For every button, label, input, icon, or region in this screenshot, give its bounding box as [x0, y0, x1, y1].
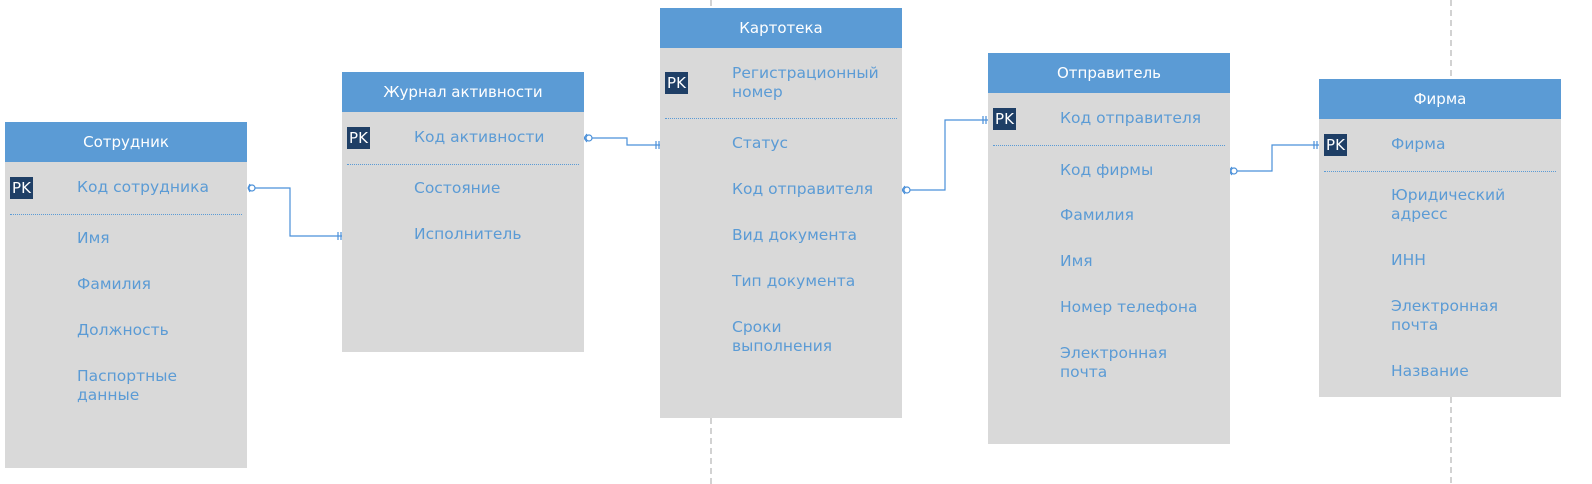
field: Юридический адресс — [1391, 186, 1506, 223]
pk-separator — [1324, 171, 1556, 172]
entity-title: Картотека — [660, 8, 902, 48]
field: Электронная почта — [1391, 297, 1499, 334]
field: Имя — [1060, 252, 1093, 270]
field: Статус — [732, 134, 789, 152]
entity-title: Сотрудник — [5, 122, 247, 162]
pk-separator — [347, 164, 579, 165]
entity-sotrudnik[interactable]: Сотрудник PK Код сотрудника Имя Фамилия … — [5, 122, 247, 468]
pk-field: Регистрационный номер — [732, 64, 879, 101]
field: Должность — [77, 321, 169, 339]
field: ИНН — [1391, 251, 1426, 269]
field: Исполнитель — [414, 225, 522, 243]
field: Код фирмы — [1060, 161, 1154, 179]
field: Код отправителя — [732, 180, 874, 198]
field: Фамилия — [77, 275, 151, 293]
relationship-zhurnal-kartoteka — [583, 133, 665, 149]
entity-title: Журнал активности — [342, 72, 584, 112]
entity-zhurnal[interactable]: Журнал активности PK Код активности Сост… — [342, 72, 584, 352]
field: Вид документа — [732, 226, 857, 244]
field: Название — [1391, 362, 1469, 380]
pk-separator — [993, 145, 1225, 146]
field: Тип документа — [732, 272, 856, 290]
pk-badge: PK — [347, 127, 370, 149]
pk-separator — [665, 118, 897, 119]
field: Имя — [77, 229, 110, 247]
field: Фамилия — [1060, 206, 1134, 224]
field: Электронная почта — [1060, 344, 1168, 381]
entity-kartoteka[interactable]: Картотека PK Регистрационный номер Стату… — [660, 8, 902, 418]
entity-title: Отправитель — [988, 53, 1230, 93]
pk-badge: PK — [1324, 134, 1347, 156]
pk-badge: PK — [993, 108, 1016, 130]
field: Сроки выполнения — [732, 318, 833, 355]
pk-field: Код активности — [414, 128, 545, 146]
pk-badge: PK — [665, 72, 688, 94]
field: Паспортные данные — [77, 367, 178, 404]
entity-title: Фирма — [1319, 79, 1561, 119]
pk-separator — [10, 214, 242, 215]
pk-badge: PK — [10, 177, 33, 199]
pk-field: Код отправителя — [1060, 109, 1202, 127]
relationship-sotrudnik-zhurnal — [247, 183, 347, 240]
pk-field: Фирма — [1391, 135, 1446, 153]
relationship-kartoteka-otpravitel — [901, 116, 992, 195]
pk-field: Код сотрудника — [77, 178, 209, 196]
entity-firma[interactable]: Фирма PK Фирма Юридический адресс ИНН Эл… — [1319, 79, 1561, 397]
field: Номер телефона — [1060, 298, 1198, 316]
entity-otpravitel[interactable]: Отправитель PK Код отправителя Код фирмы… — [988, 53, 1230, 444]
field: Состояние — [414, 179, 501, 197]
relationship-otpravitel-firma — [1228, 141, 1323, 176]
